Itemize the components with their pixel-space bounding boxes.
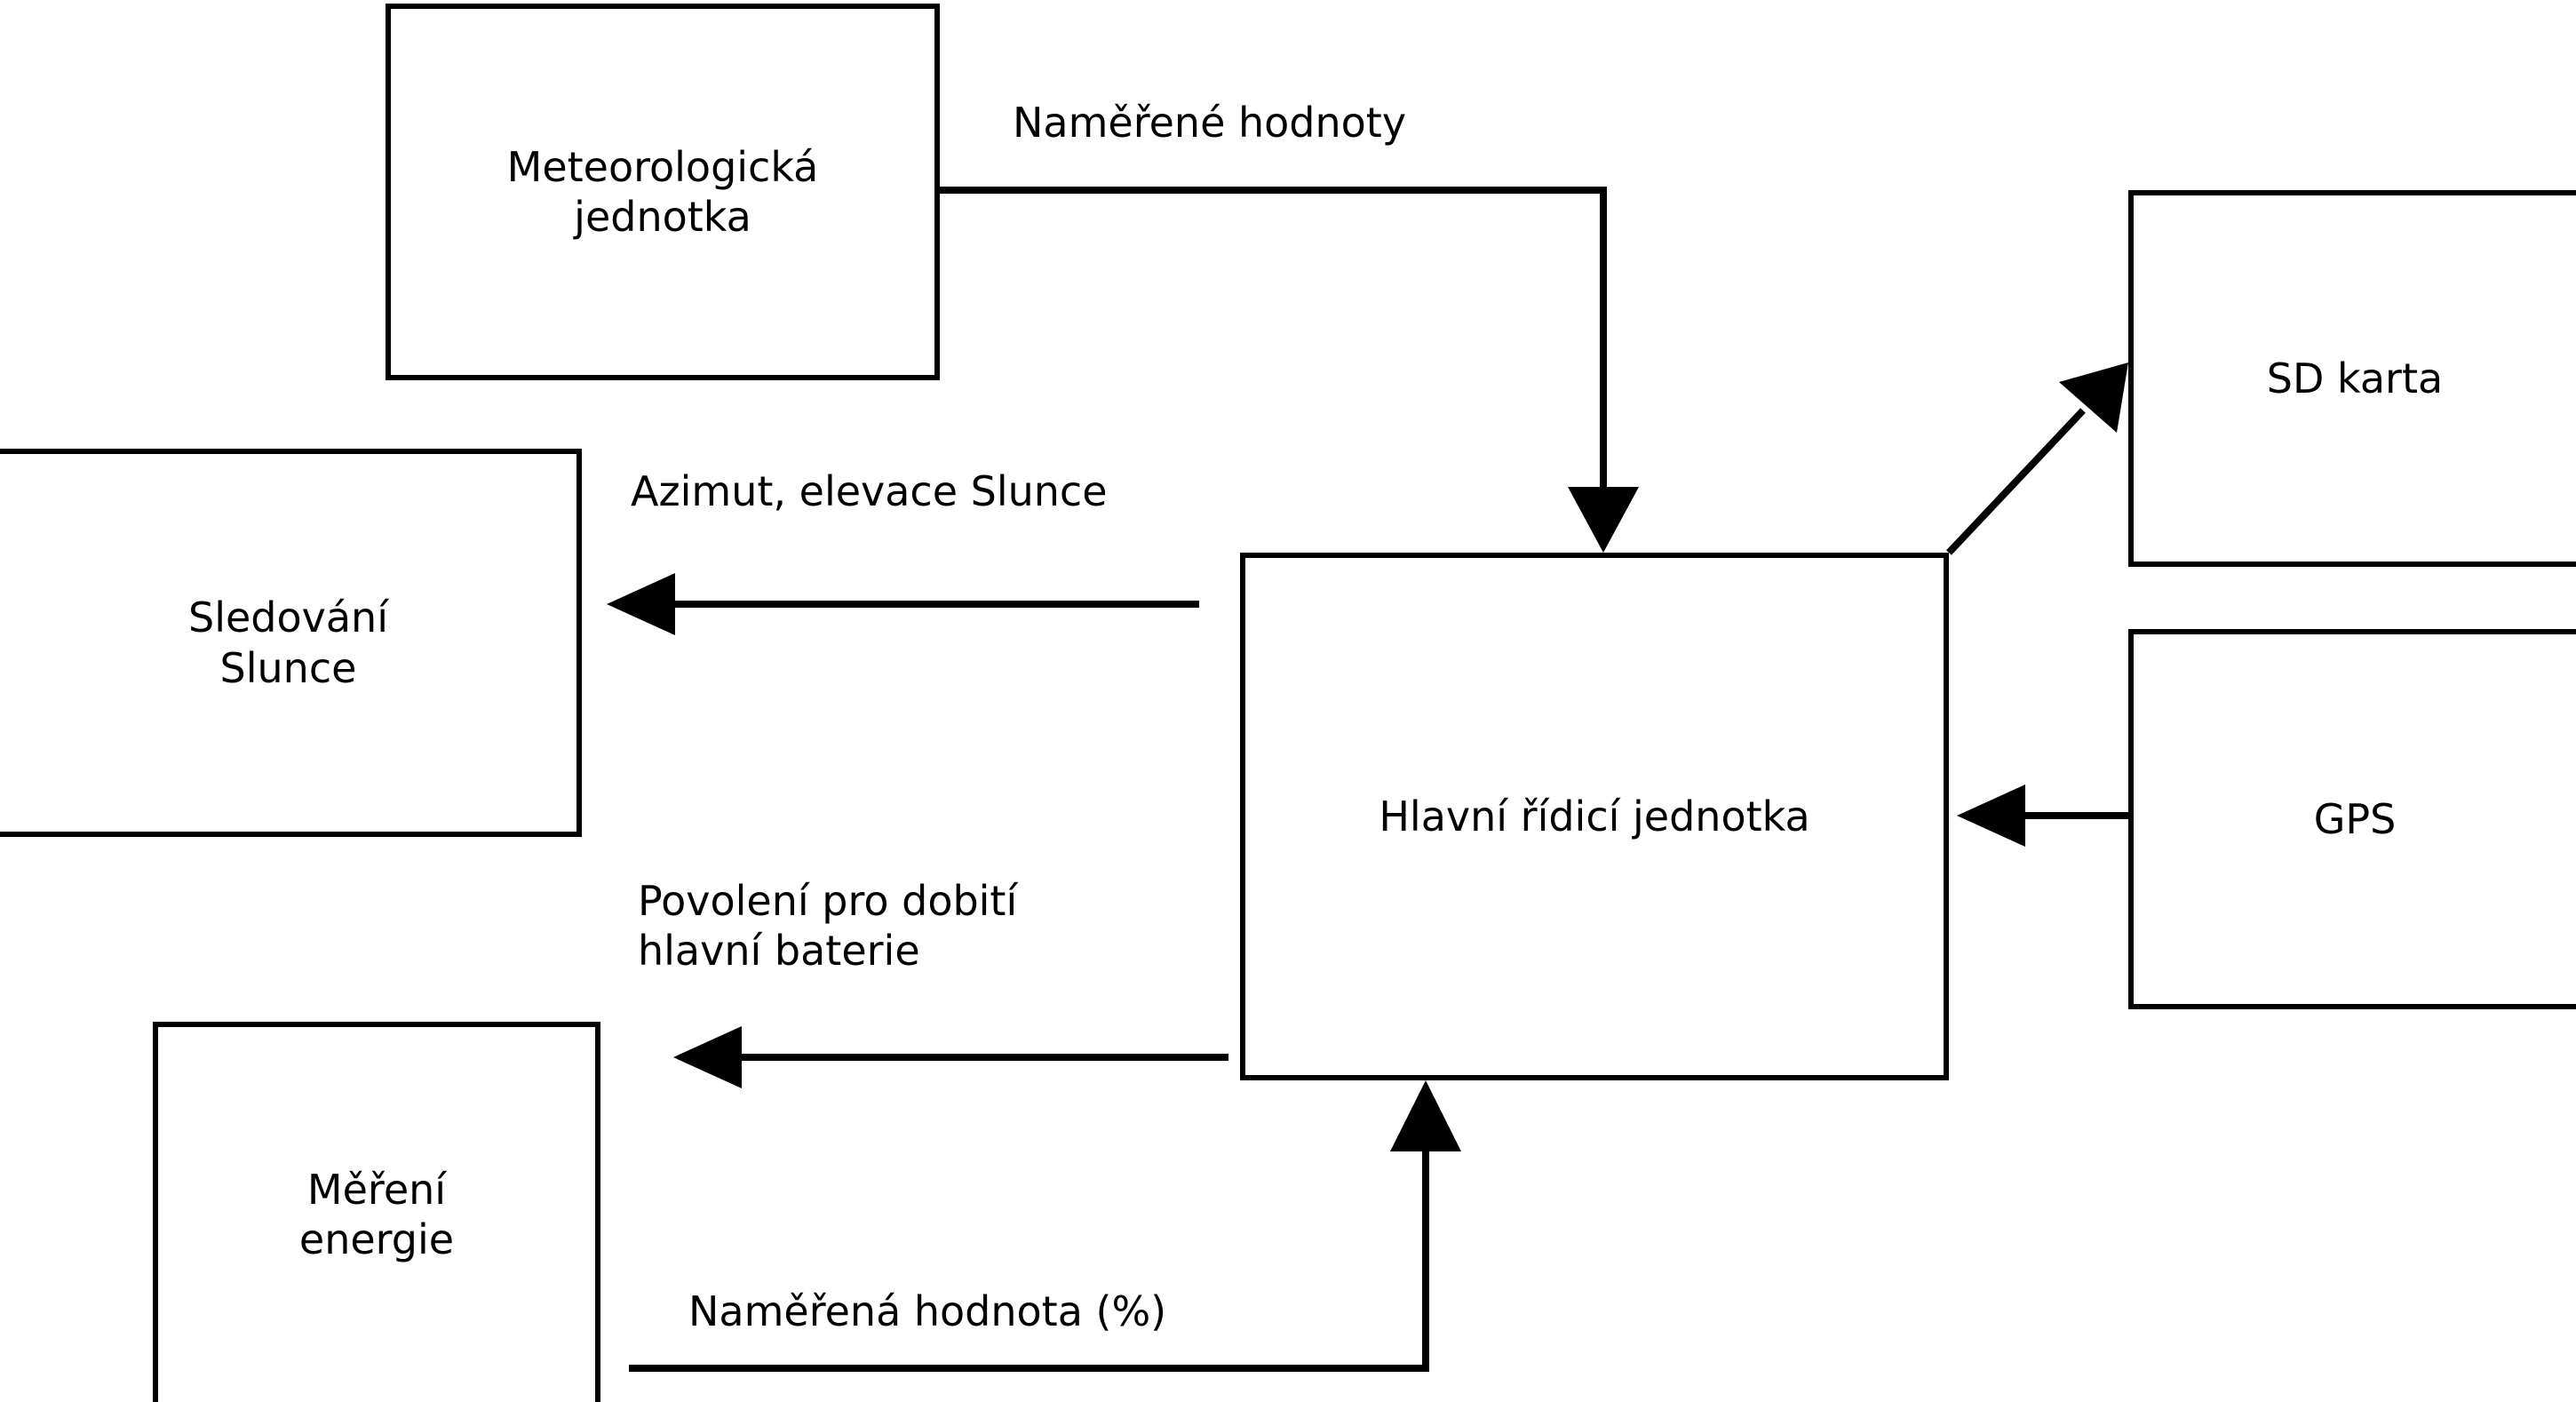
node-label-sd-card: SD karta bbox=[2266, 354, 2444, 402]
node-sun-tracking[interactable]: Sledování Slunce bbox=[0, 449, 582, 837]
edge-label-measured-percent: Naměřená hodnota (%) bbox=[688, 1287, 1167, 1335]
edge-label-charge-permission: Povolení pro dobití hlavní baterie bbox=[638, 877, 1018, 976]
node-label-meteorological-unit: Meteorologická jednotka bbox=[506, 142, 819, 241]
node-meteorological-unit[interactable]: Meteorologická jednotka bbox=[386, 4, 940, 380]
node-label-main-control-unit: Hlavní řídicí jednotka bbox=[1379, 792, 1810, 840]
node-main-control-unit[interactable]: Hlavní řídicí jednotka bbox=[1240, 553, 1949, 1080]
edge-label-azimuth-elevation: Azimut, elevace Slunce bbox=[631, 467, 1108, 515]
node-label-energy-measurement: Měření energie bbox=[298, 1165, 455, 1263]
connector-gps-to-main bbox=[1957, 785, 2128, 847]
node-sd-card[interactable]: SD karta bbox=[2128, 190, 2576, 567]
node-energy-measurement[interactable]: Měření energie bbox=[153, 1022, 600, 1402]
connector-main-to-tracking bbox=[607, 573, 1199, 635]
node-label-sun-tracking: Sledování Slunce bbox=[188, 593, 388, 692]
edge-label-measured-values: Naměřené hodnoty bbox=[1013, 99, 1407, 147]
node-label-gps: GPS bbox=[2313, 794, 2397, 843]
connector-main-to-energy bbox=[673, 1026, 1228, 1088]
node-gps[interactable]: GPS bbox=[2128, 629, 2576, 1009]
connector-main-to-sdcard bbox=[1946, 362, 2128, 555]
